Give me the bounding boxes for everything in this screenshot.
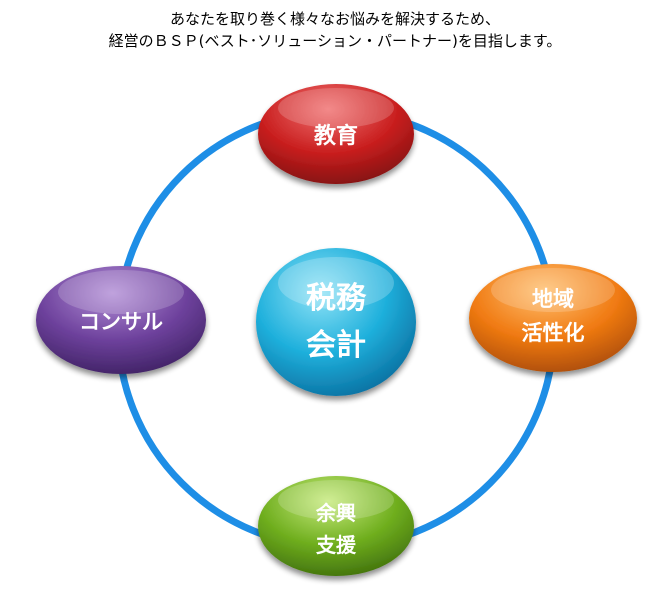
heading-line-2: 経営のＢＳＰ(ベスト･ソリューション・パートナー)を目指します。 (108, 32, 562, 50)
heading-line-1: あなたを取り巻く様々なお悩みを解決するため、 (169, 10, 500, 28)
center-circle (256, 248, 416, 396)
heading: あなたを取り巻く様々なお悩みを解決するため、 経営のＢＳＰ(ベスト･ソリューショ… (0, 8, 670, 52)
node-entertainment (258, 476, 414, 576)
node-education (258, 84, 414, 184)
node-regional-label-line-1: 地域 (532, 287, 574, 311)
node-regional (469, 264, 637, 372)
node-regional-label-line-2: 活性化 (522, 321, 585, 345)
node-education-label: 教育 (314, 123, 358, 149)
node-entertainment-label-line-1: 余興 (315, 501, 356, 525)
node-entertainment-label-line-2: 支援 (316, 533, 357, 557)
node-consulting (36, 266, 206, 374)
center-label-line-2: 会計 (306, 328, 366, 363)
node-consulting-label: コンサル (79, 310, 163, 334)
center-label-line-1: 税務 (306, 281, 367, 316)
